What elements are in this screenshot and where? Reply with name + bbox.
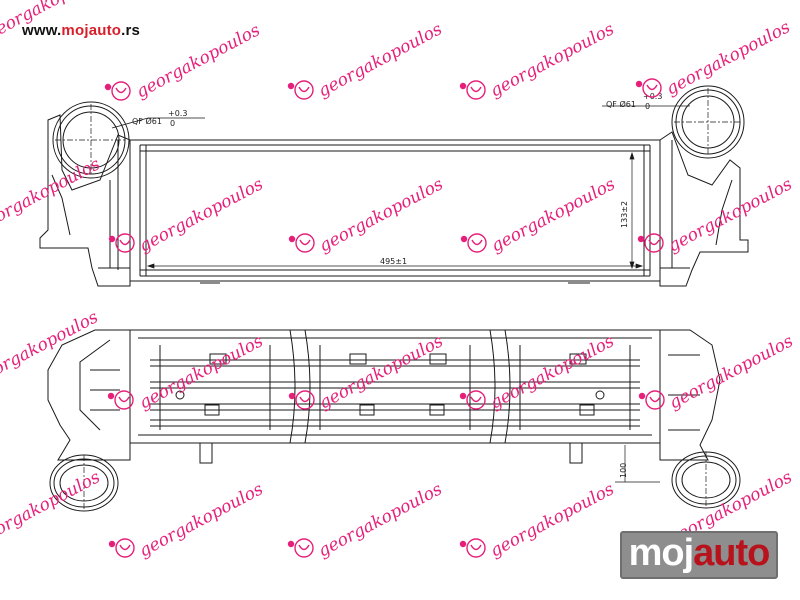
watermark-text: georgakopoulos: [0, 154, 104, 236]
site-url-prefix: www.: [22, 22, 62, 39]
watermark-text: georgakopoulos: [136, 331, 267, 413]
top-left-port: [52, 101, 205, 179]
side-view: [47, 329, 741, 512]
watermark-text: georgakopoulos: [487, 479, 618, 561]
site-url-brand: mojauto: [61, 22, 122, 39]
port-right-tolerance-lower: 0: [645, 102, 650, 111]
side-dimension-lines: [615, 445, 660, 483]
site-url[interactable]: www.mojauto.rs: [22, 22, 140, 39]
top-right-tank: [659, 131, 749, 287]
watermark-text: georgakopoulos: [0, 307, 102, 389]
watermark-text: georgakopoulos: [0, 0, 114, 44]
watermark-text: georgakopoulos: [133, 20, 264, 102]
side-left-tank: [47, 329, 131, 461]
watermark-text: georgakopoulos: [316, 331, 447, 413]
side-right-tank: [659, 329, 721, 461]
watermark-text: georgakopoulos: [665, 174, 796, 256]
watermark-text: georgakopoulos: [666, 331, 797, 413]
side-right-port: [671, 451, 741, 509]
port-left-tolerance-upper: +0.3: [168, 109, 187, 118]
watermark-text: georgakopoulos: [315, 19, 446, 101]
watermark-text: georgakopoulos: [315, 479, 446, 561]
port-right-label: QF Ø61: [606, 99, 636, 109]
top-view: [39, 85, 749, 287]
side-left-port: [49, 454, 119, 512]
watermark-logo-icon: [104, 78, 665, 558]
side-mount-tabs: [199, 442, 583, 464]
watermark-text: georgakopoulos: [487, 19, 618, 101]
watermark-text: georgakopoulos: [136, 174, 267, 256]
watermark-text: georgakopoulos: [663, 17, 794, 99]
port-left-label: QF Ø61: [132, 116, 162, 126]
site-url-suffix: .rs: [121, 22, 141, 39]
side-rails: [150, 345, 640, 430]
watermark-text: georgakopoulos: [316, 174, 447, 256]
logo-text-auto: auto: [693, 532, 770, 574]
depth-dimension: 100: [619, 463, 628, 478]
side-clips: [175, 353, 605, 416]
top-dimension-lines: [146, 151, 644, 270]
watermark-text: georgakopoulos: [0, 467, 104, 549]
length-dimension: 495±1: [380, 257, 407, 266]
height-dimension: 133±2: [620, 201, 629, 228]
port-left-tolerance-lower: 0: [170, 119, 175, 128]
watermark-text: georgakopoulos: [488, 174, 619, 256]
top-right-port: [602, 85, 745, 159]
mojauto-logo: mojauto: [620, 531, 778, 579]
logo-text-moj: moj: [628, 532, 695, 574]
watermark-text: georgakopoulos: [136, 479, 267, 561]
